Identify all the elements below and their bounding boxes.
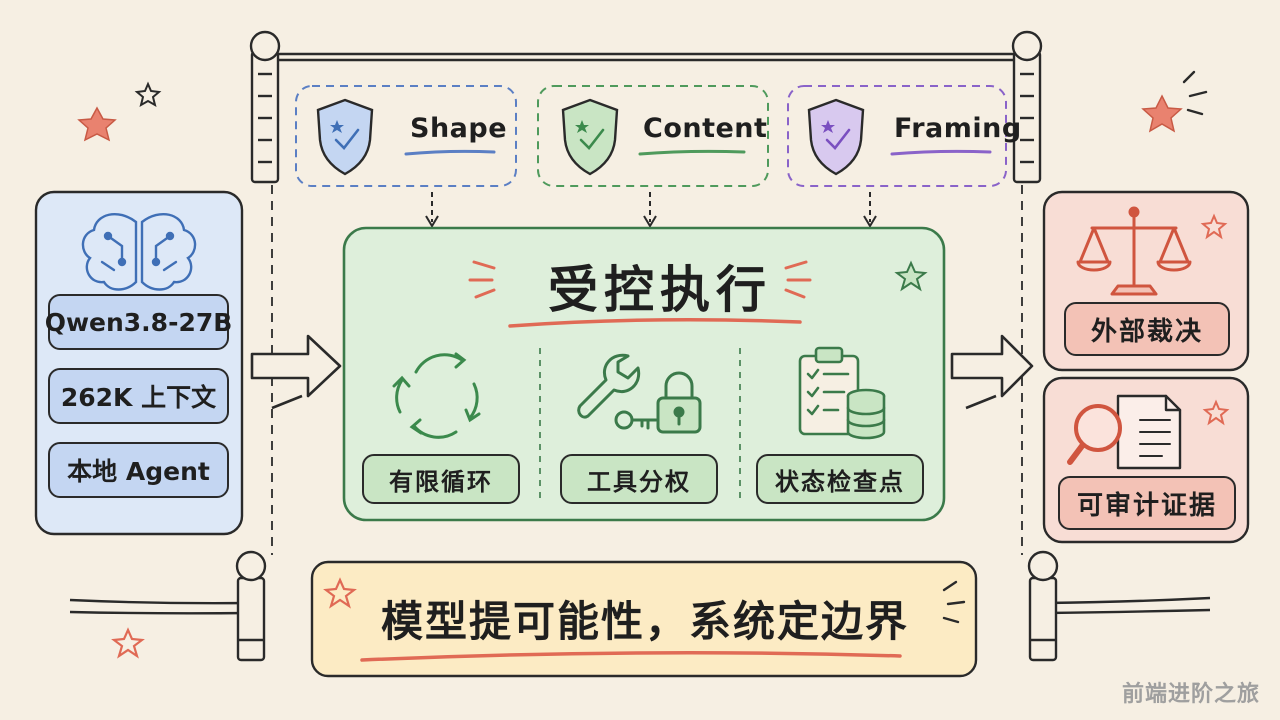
top-rope-barrier [249,30,1043,184]
execution-title: 受控执行 [548,261,772,319]
wrench-key-lock-icon [577,353,702,434]
controlled-execution-panel [342,226,946,522]
guard-down-arrows [425,192,877,228]
flow-arrow-in [250,334,342,410]
star-icon [894,260,928,292]
star-icon [77,106,117,142]
magnifier-document-icon [1067,394,1182,470]
banner-text: 模型提可能性，系统定边界 [380,597,909,646]
balance-scale-icon [1076,206,1192,296]
guard-card-content [537,85,769,187]
watermark: 前端进阶之旅 [1121,681,1260,707]
star-icon [1141,94,1183,133]
output-evidence-label: 可审计证据 [1058,476,1236,530]
guard-card-shape [295,85,517,187]
title-underline [508,318,802,328]
shield-check-icon [561,98,619,176]
guard-label-content: Content [643,113,768,144]
spark-lines [1182,70,1208,116]
cycle-arrows-icon [392,352,481,439]
star-icon [323,577,357,609]
guard-label-shape: Shape [410,113,508,144]
principle-banner [310,560,978,678]
feature-tool-permissions: 工具分权 [560,454,718,504]
star-icon [111,627,145,659]
output-verdict-label: 外部裁决 [1064,302,1230,356]
title-spark-lines [468,260,812,299]
shield-check-icon [316,98,374,176]
flow-arrow-out [950,334,1034,410]
shield-check-icon [807,98,865,176]
guard-card-framing [787,85,1007,187]
checklist-database-icon [798,346,886,440]
section-dividers [539,348,741,500]
feature-bounded-loop: 有限循环 [362,454,520,504]
star-icon [134,81,162,108]
guard-label-framing: Framing [894,113,1022,144]
brain-circuit-icon [81,212,197,291]
input-item-context: 262K 上下文 [48,368,229,424]
star-icon [1200,213,1228,240]
feature-state-checkpoint: 状态检查点 [756,454,924,504]
bottom-rope-barrier [69,550,1211,662]
input-item-agent: 本地 Agent [48,442,229,498]
banner-underline [360,651,902,662]
banner-spark-lines [942,580,966,624]
star-icon [1202,399,1230,426]
input-item-model: Qwen3.8-27B [45,294,232,350]
